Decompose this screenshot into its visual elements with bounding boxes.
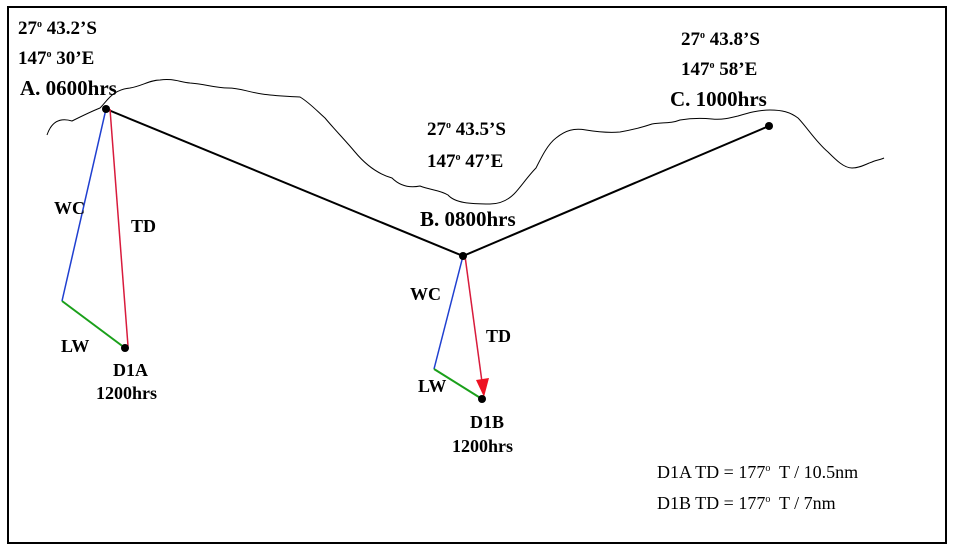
- point-b-lon: 147o 47’E: [427, 151, 504, 172]
- point-b-label: B. 0800hrs: [420, 207, 516, 231]
- wc-label-a: WC: [54, 198, 85, 218]
- track-line-bc: [462, 125, 770, 257]
- d1a-time: 1200hrs: [96, 383, 158, 403]
- lw-vector-b: [433, 368, 483, 400]
- point-a-lat: 27o 43.2’S: [18, 18, 97, 39]
- wc-vector-b: [433, 255, 464, 370]
- point-c-lon: 147o 58’E: [681, 59, 758, 80]
- td-vector-a: [109, 108, 129, 347]
- point-c-dot: [765, 122, 773, 130]
- d1b-name: D1B: [470, 412, 505, 432]
- wc-vector-a: [61, 108, 107, 302]
- point-b-dot: [459, 252, 467, 260]
- point-d1a-dot: [121, 344, 129, 352]
- point-c-label: C. 1000hrs: [670, 87, 767, 111]
- wc-label-b: WC: [410, 284, 441, 304]
- lw-vector-a: [61, 300, 126, 349]
- track-line-ab: [105, 108, 464, 257]
- coastline: [46, 78, 885, 205]
- td-vector-b: [464, 255, 483, 383]
- result-d1a: D1A TD = 177o T / 10.5nm: [657, 462, 859, 482]
- lw-label-b: LW: [418, 376, 447, 396]
- d1a-name: D1A: [113, 360, 148, 380]
- point-a-dot: [102, 105, 110, 113]
- point-c-lat: 27o 43.8’S: [681, 29, 760, 50]
- lw-label-a: LW: [61, 336, 90, 356]
- td-label-a: TD: [131, 216, 157, 236]
- td-arrowhead-b: [476, 378, 489, 397]
- td-label-b: TD: [486, 326, 512, 346]
- diagram-frame: [7, 6, 947, 544]
- point-a-label: A. 0600hrs: [20, 76, 117, 100]
- point-d1b-dot: [478, 395, 486, 403]
- point-a-lon: 147o 30’E: [18, 48, 95, 69]
- d1b-time: 1200hrs: [452, 436, 514, 456]
- point-b-lat: 27o 43.5’S: [427, 119, 506, 140]
- result-d1b: D1B TD = 177o T / 7nm: [657, 493, 836, 513]
